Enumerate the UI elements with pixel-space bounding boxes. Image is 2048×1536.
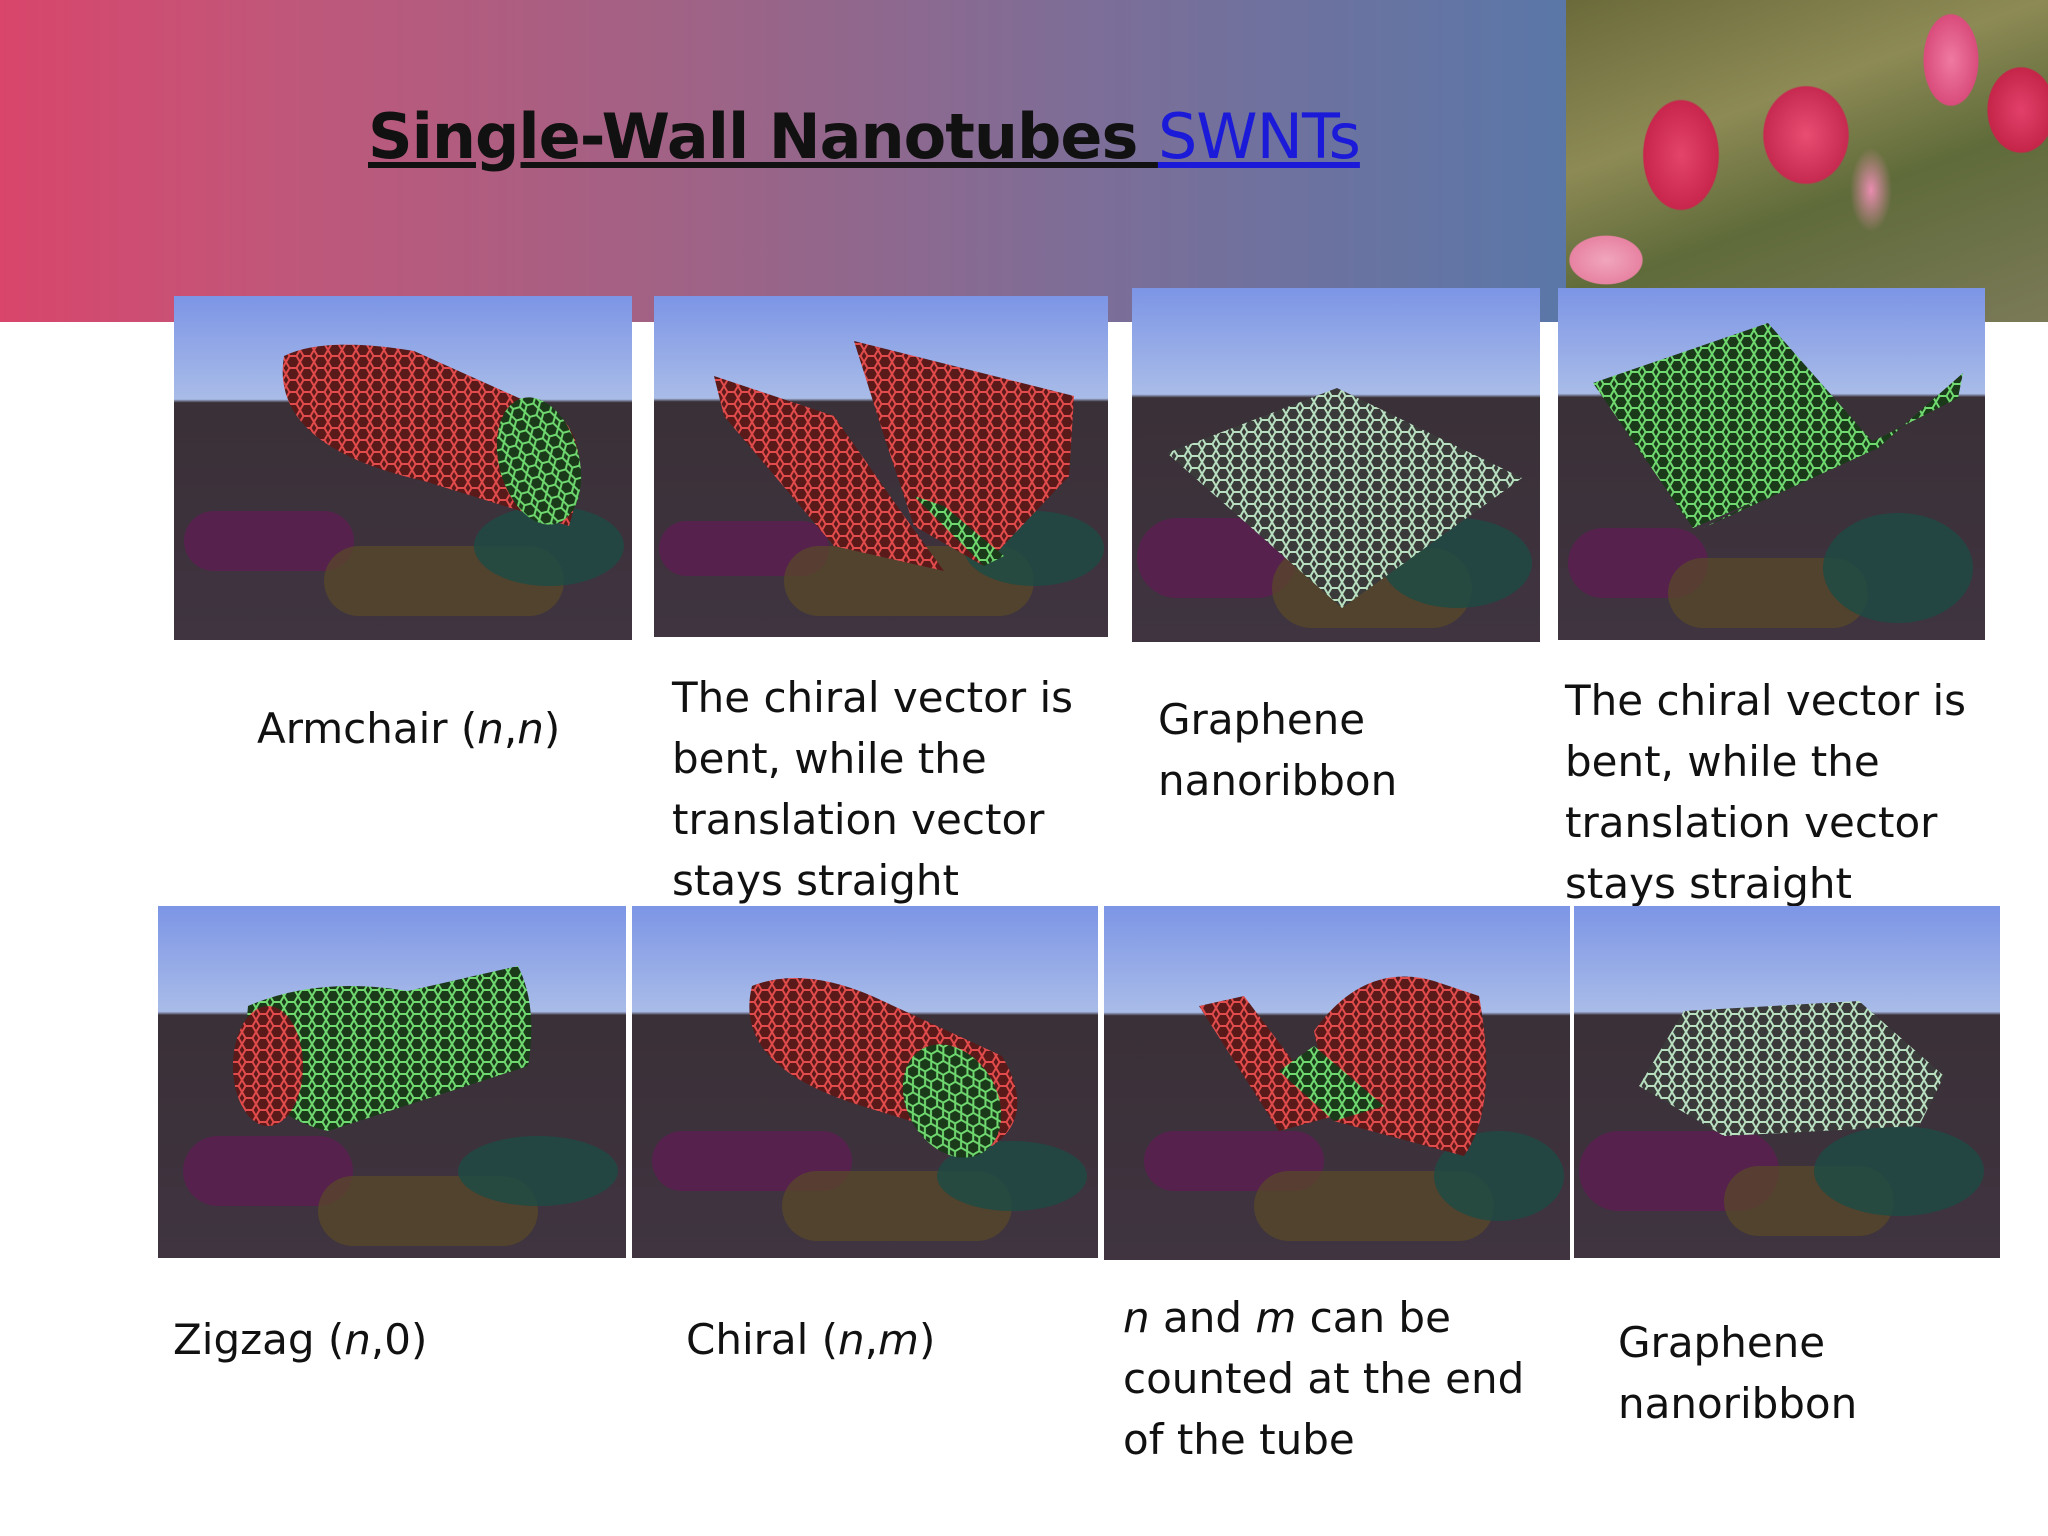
caption-nm-m: m (1255, 1293, 1297, 1342)
caption-bending-2: The chiral vector is bent, while the tra… (1565, 670, 1966, 914)
caption-nm-count-line3: of the tube (1123, 1415, 1355, 1464)
caption-nm-n: n (1123, 1293, 1150, 1342)
graphene-sheet-image-1 (1132, 288, 1540, 642)
caption-armchair-comma: , (503, 704, 518, 753)
caption-nm-and: and (1149, 1293, 1256, 1342)
graphene-sheet-image-2 (1574, 906, 2000, 1258)
caption-nm-count-line1: n and m can be (1123, 1287, 1524, 1348)
caption-chiral: Chiral (n,m) (686, 1309, 935, 1370)
caption-graphene-1-line1: Graphene (1158, 695, 1366, 744)
caption-graphene-2: Graphene nanoribbon (1618, 1312, 1857, 1434)
armchair-tube-image (174, 296, 632, 640)
caption-graphene-1: Graphene nanoribbon (1158, 689, 1397, 811)
bending-sheet-image-2 (1558, 288, 1985, 640)
bending-sheet-image-1 (654, 296, 1108, 637)
caption-armchair-text: Armchair ( (257, 704, 478, 753)
title-swnts-link[interactable]: SWNTs (1157, 100, 1361, 173)
caption-chiral-text: Chiral ( (686, 1315, 839, 1364)
caption-bending-2-line4: stays straight (1565, 859, 1852, 908)
chiral-tube-image (632, 906, 1098, 1258)
caption-bending-1-line3: translation vector (672, 795, 1045, 844)
slide-title: Single-Wall Nanotubes SWNTs (368, 100, 1368, 173)
tulip-photo (1566, 0, 2048, 322)
caption-armchair-n2: n (517, 704, 544, 753)
caption-armchair-close: ) (543, 704, 561, 753)
caption-chiral-comma: , (864, 1315, 879, 1364)
caption-armchair: Armchair (n,n) (257, 698, 560, 759)
header-gradient-band (0, 0, 1566, 322)
caption-nm-count-line2: counted at the end (1123, 1354, 1525, 1403)
caption-zigzag-n: n (344, 1315, 371, 1364)
caption-graphene-2-line1: Graphene (1618, 1318, 1826, 1367)
zigzag-tube-image (158, 906, 626, 1258)
caption-zigzag-text: Zigzag ( (173, 1315, 345, 1364)
caption-zigzag: Zigzag (n,0) (173, 1309, 427, 1370)
caption-bending-1: The chiral vector is bent, while the tra… (672, 667, 1073, 911)
caption-bending-2-line3: translation vector (1565, 798, 1938, 847)
caption-bending-1-line2: bent, while the (672, 734, 987, 783)
caption-chiral-m: m (878, 1315, 919, 1364)
caption-bending-2-line1: The chiral vector is (1565, 676, 1966, 725)
caption-armchair-n1: n (477, 704, 504, 753)
caption-graphene-1-line2: nanoribbon (1158, 756, 1398, 805)
caption-zigzag-close: ,0) (370, 1315, 428, 1364)
title-main-text: Single-Wall Nanotubes (368, 100, 1158, 173)
caption-bending-1-line4: stays straight (672, 856, 959, 905)
caption-chiral-close: ) (918, 1315, 936, 1364)
caption-graphene-2-line2: nanoribbon (1618, 1379, 1858, 1428)
caption-chiral-n: n (838, 1315, 865, 1364)
rolling-tube-image (1104, 906, 1570, 1260)
caption-nm-count: n and m can be counted at the end of the… (1123, 1287, 1524, 1470)
caption-nm-canbe: can be (1296, 1293, 1451, 1342)
caption-bending-2-line2: bent, while the (1565, 737, 1880, 786)
caption-bending-1-line1: The chiral vector is (672, 673, 1073, 722)
